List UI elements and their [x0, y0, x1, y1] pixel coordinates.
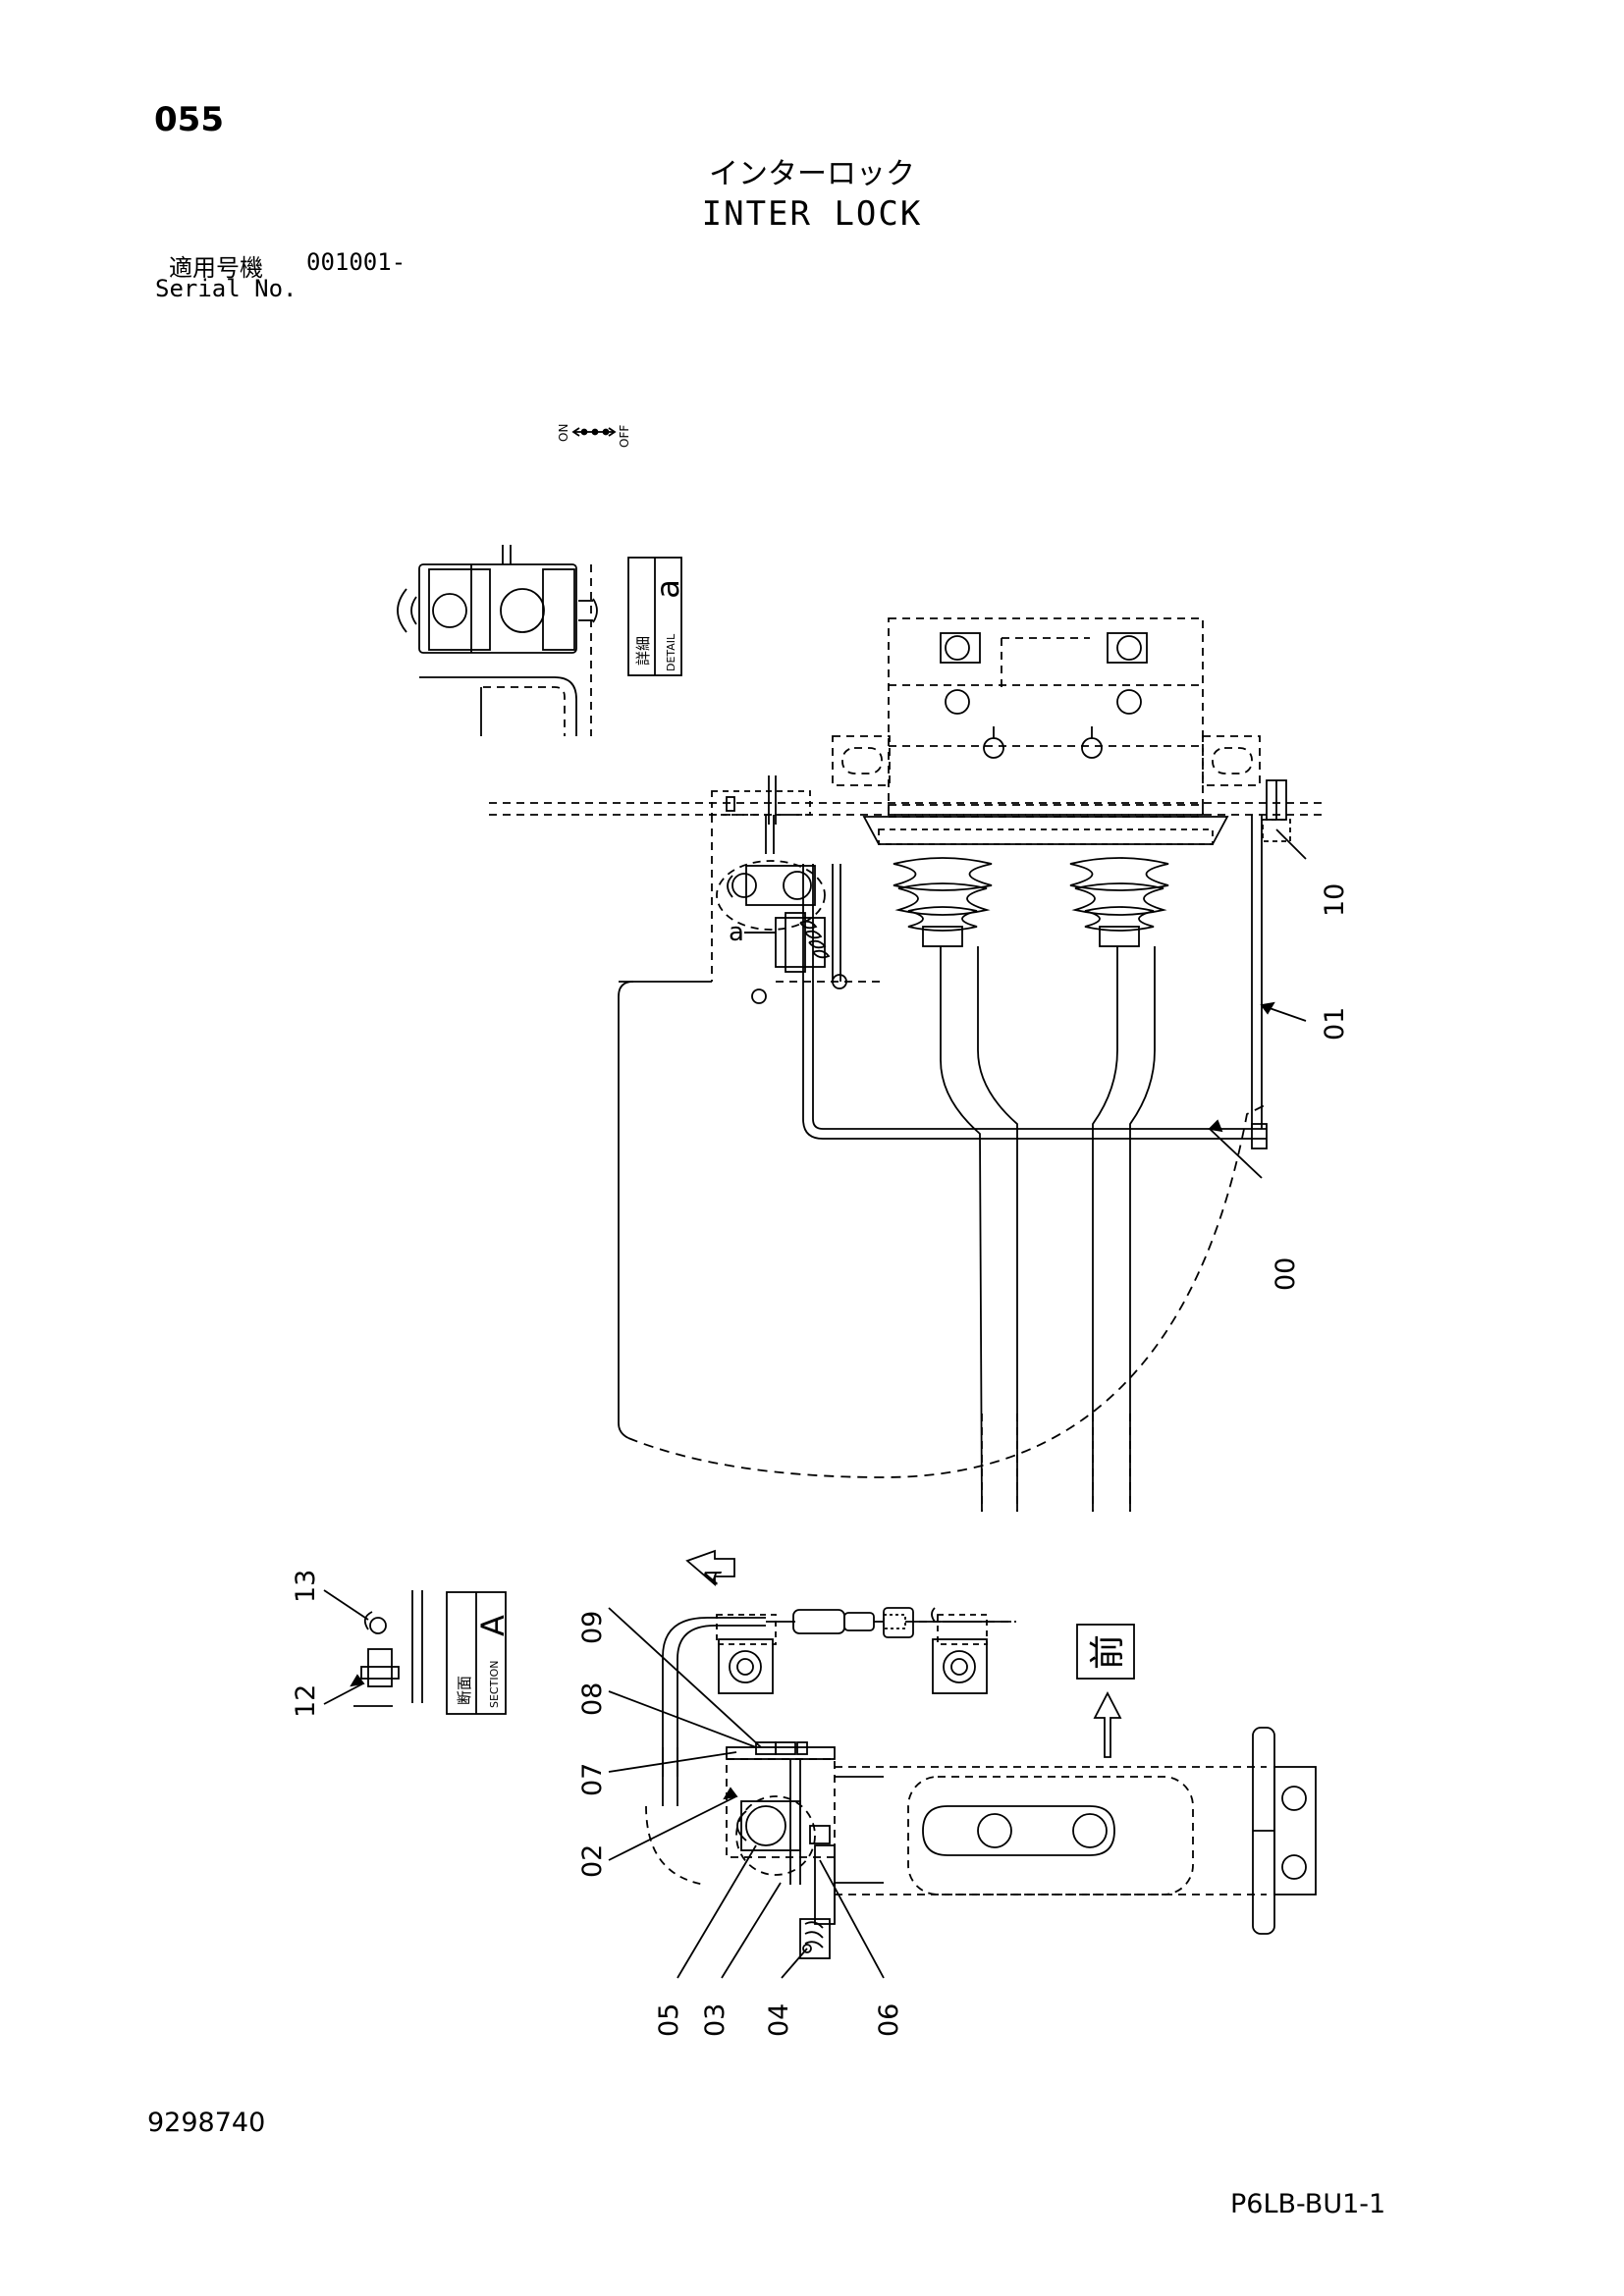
detail-label-english: DETAIL	[665, 633, 677, 671]
off-label: OFF	[618, 425, 631, 448]
document-number: 9298740	[147, 2108, 266, 2138]
section-label-japanese: 断面	[456, 1676, 473, 1705]
front-label: 前	[1088, 1634, 1128, 1670]
part-callout-04: 04	[764, 2003, 794, 2037]
harness-and-connectors	[645, 1607, 1016, 1886]
serial-number: 001001-	[306, 248, 406, 276]
on-off-legend: ON OFF	[557, 424, 631, 448]
part-callout-00: 00	[1271, 1257, 1301, 1291]
part-callout-10: 10	[1320, 883, 1350, 917]
section-arrow-letter: A	[699, 1565, 728, 1587]
interlock-switch-assembly	[711, 775, 882, 1004]
part-callout-02: 02	[577, 1844, 608, 1878]
page-number: 055	[154, 100, 224, 139]
lever-boots	[862, 816, 1229, 1513]
detail-letter: a	[649, 579, 686, 599]
part-callout-01: 01	[1320, 1007, 1350, 1041]
serial-label-english: Serial No.	[155, 275, 298, 302]
detail-a-view	[397, 545, 598, 736]
lock-lever-bracket	[802, 779, 1291, 1149]
section-a-view	[323, 1589, 423, 1707]
bottom-callout-leaders	[608, 1607, 885, 1979]
title-japanese: インターロック	[709, 157, 915, 191]
section-a-box: A 断面 SECTION	[446, 1591, 512, 1715]
detail-a-label-box: a 詳細 DETAIL	[627, 557, 686, 676]
part-callout-09: 09	[577, 1611, 608, 1644]
part-callout-13: 13	[291, 1570, 321, 1603]
control-valve	[832, 617, 1261, 818]
part-callout-06: 06	[874, 2003, 904, 2037]
top-callout-leaders	[1208, 828, 1307, 1179]
title-english: INTER LOCK	[701, 194, 923, 234]
reference-code: P6LB-BU1-1	[1230, 2189, 1386, 2219]
detail-label-japanese: 詳細	[634, 636, 652, 666]
part-callout-03: 03	[700, 2003, 731, 2037]
swing-cover-outline	[618, 981, 1268, 1478]
part-callout-12: 12	[291, 1684, 321, 1718]
part-callout-07: 07	[577, 1763, 608, 1796]
part-callout-05: 05	[654, 2003, 684, 2037]
part-callout-08: 08	[577, 1682, 608, 1716]
lower-lock-lever-assembly	[726, 1727, 1317, 1959]
section-label-english: SECTION	[488, 1661, 501, 1708]
on-label: ON	[557, 424, 570, 442]
section-a-arrow: A	[685, 1549, 735, 1587]
detail-a-marker: a	[729, 918, 744, 947]
front-indicator: 前	[1076, 1624, 1135, 1758]
floor-plate	[489, 802, 1326, 816]
serial-label-japanese: 適用号機	[169, 254, 263, 282]
section-letter: A	[474, 1615, 512, 1636]
